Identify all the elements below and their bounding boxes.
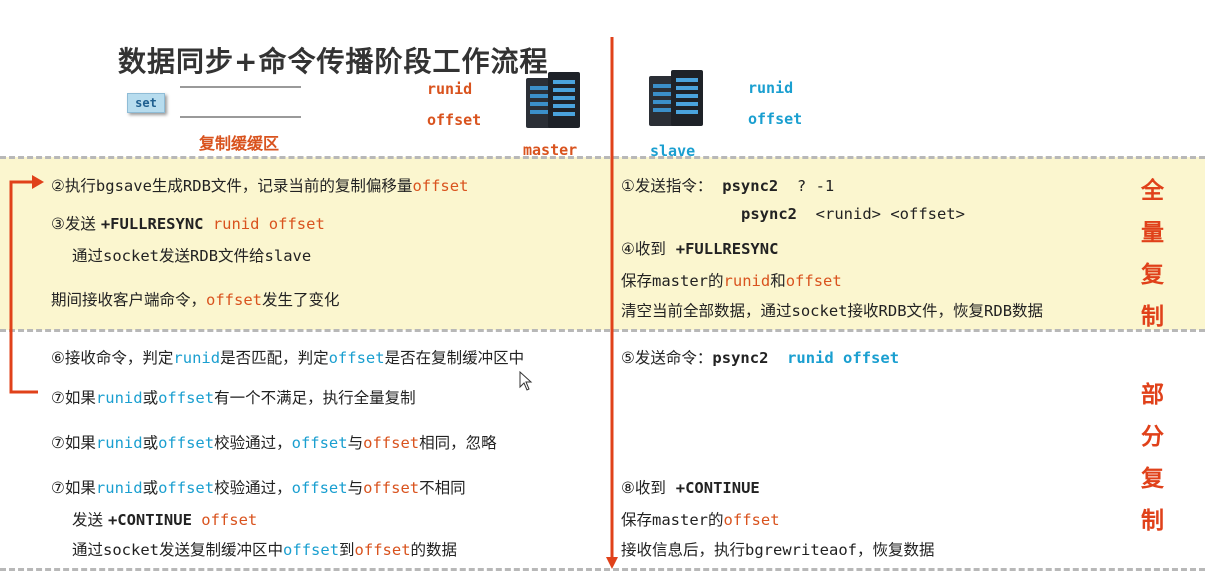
partial-side-char-2: 分	[1141, 424, 1164, 450]
page-title: 数据同步+命令传播阶段工作流程	[118, 45, 549, 78]
full-right-line-2: psync2 <runid> <offset>	[741, 205, 965, 223]
full-right-line-4: 保存master的runid和offset	[621, 272, 842, 290]
master-server-icon	[526, 72, 580, 128]
partial-side-char-1: 部	[1141, 382, 1164, 408]
full-right-line-5: 清空当前全部数据，通过socket接收RDB文件，恢复RDB数据	[621, 302, 1044, 320]
master-runid: runid	[427, 80, 473, 98]
full-left-line-1: ②执行bgsave生成RDB文件，记录当前的复制偏移量offset	[51, 177, 469, 195]
slave-runid: runid	[748, 79, 794, 97]
full-left-line-4: 期间接收客户端命令，offset发生了变化	[51, 291, 340, 309]
slave-offset: offset	[748, 110, 803, 128]
divider-bottom	[0, 568, 1205, 571]
partial-right-line-2: ⑧收到 +CONTINUE	[621, 479, 760, 497]
set-command-box: set	[127, 93, 165, 113]
partial-left-line-6: 通过socket发送复制缓冲区中offset到offset的数据	[72, 541, 458, 559]
partial-left-line-2: ⑦如果runid或offset有一个不满足，执行全量复制	[51, 389, 416, 407]
full-side-char-4: 制	[1141, 304, 1164, 330]
slave-server-icon	[649, 70, 703, 126]
full-side-char-2: 量	[1141, 220, 1164, 246]
mouse-cursor-icon	[519, 371, 533, 391]
slave-label: slave	[650, 142, 696, 160]
buffer-line-bottom	[180, 116, 301, 118]
full-left-line-2: ③发送 +FULLRESYNC runid offset	[51, 215, 325, 233]
partial-side-char-3: 复	[1141, 466, 1164, 492]
full-right-line-3: ④收到 +FULLRESYNC	[621, 240, 779, 258]
buffer-label: 复制缓缓区	[199, 134, 280, 153]
full-left-line-3: 通过socket发送RDB文件给slave	[72, 247, 312, 265]
divider-middle	[0, 329, 1205, 332]
full-side-char-3: 复	[1141, 262, 1164, 288]
loop-back-arrow	[9, 175, 44, 394]
center-arrow	[606, 37, 618, 569]
partial-right-line-3: 保存master的offset	[621, 511, 780, 529]
buffer-line-top	[180, 86, 301, 88]
divider-top	[0, 156, 1205, 159]
partial-right-line-1: ⑤发送命令：psync2 runid offset	[621, 349, 900, 367]
partial-left-line-3: ⑦如果runid或offset校验通过，offset与offset相同，忽略	[51, 434, 497, 452]
full-right-line-1: ①发送指令： psync2 ? -1	[621, 177, 835, 195]
partial-left-line-1: ⑥接收命令，判定runid是否匹配，判定offset是否在复制缓冲区中	[51, 349, 525, 367]
partial-right-line-4: 接收信息后，执行bgrewriteaof，恢复数据	[621, 541, 935, 559]
partial-left-line-5: 发送 +CONTINUE offset	[72, 511, 258, 529]
master-label: master	[523, 141, 578, 159]
partial-left-line-4: ⑦如果runid或offset校验通过，offset与offset不相同	[51, 479, 466, 497]
full-sync-band	[0, 157, 1205, 330]
partial-side-char-4: 制	[1141, 508, 1164, 534]
full-side-char-1: 全	[1141, 178, 1164, 204]
master-offset: offset	[427, 111, 482, 129]
